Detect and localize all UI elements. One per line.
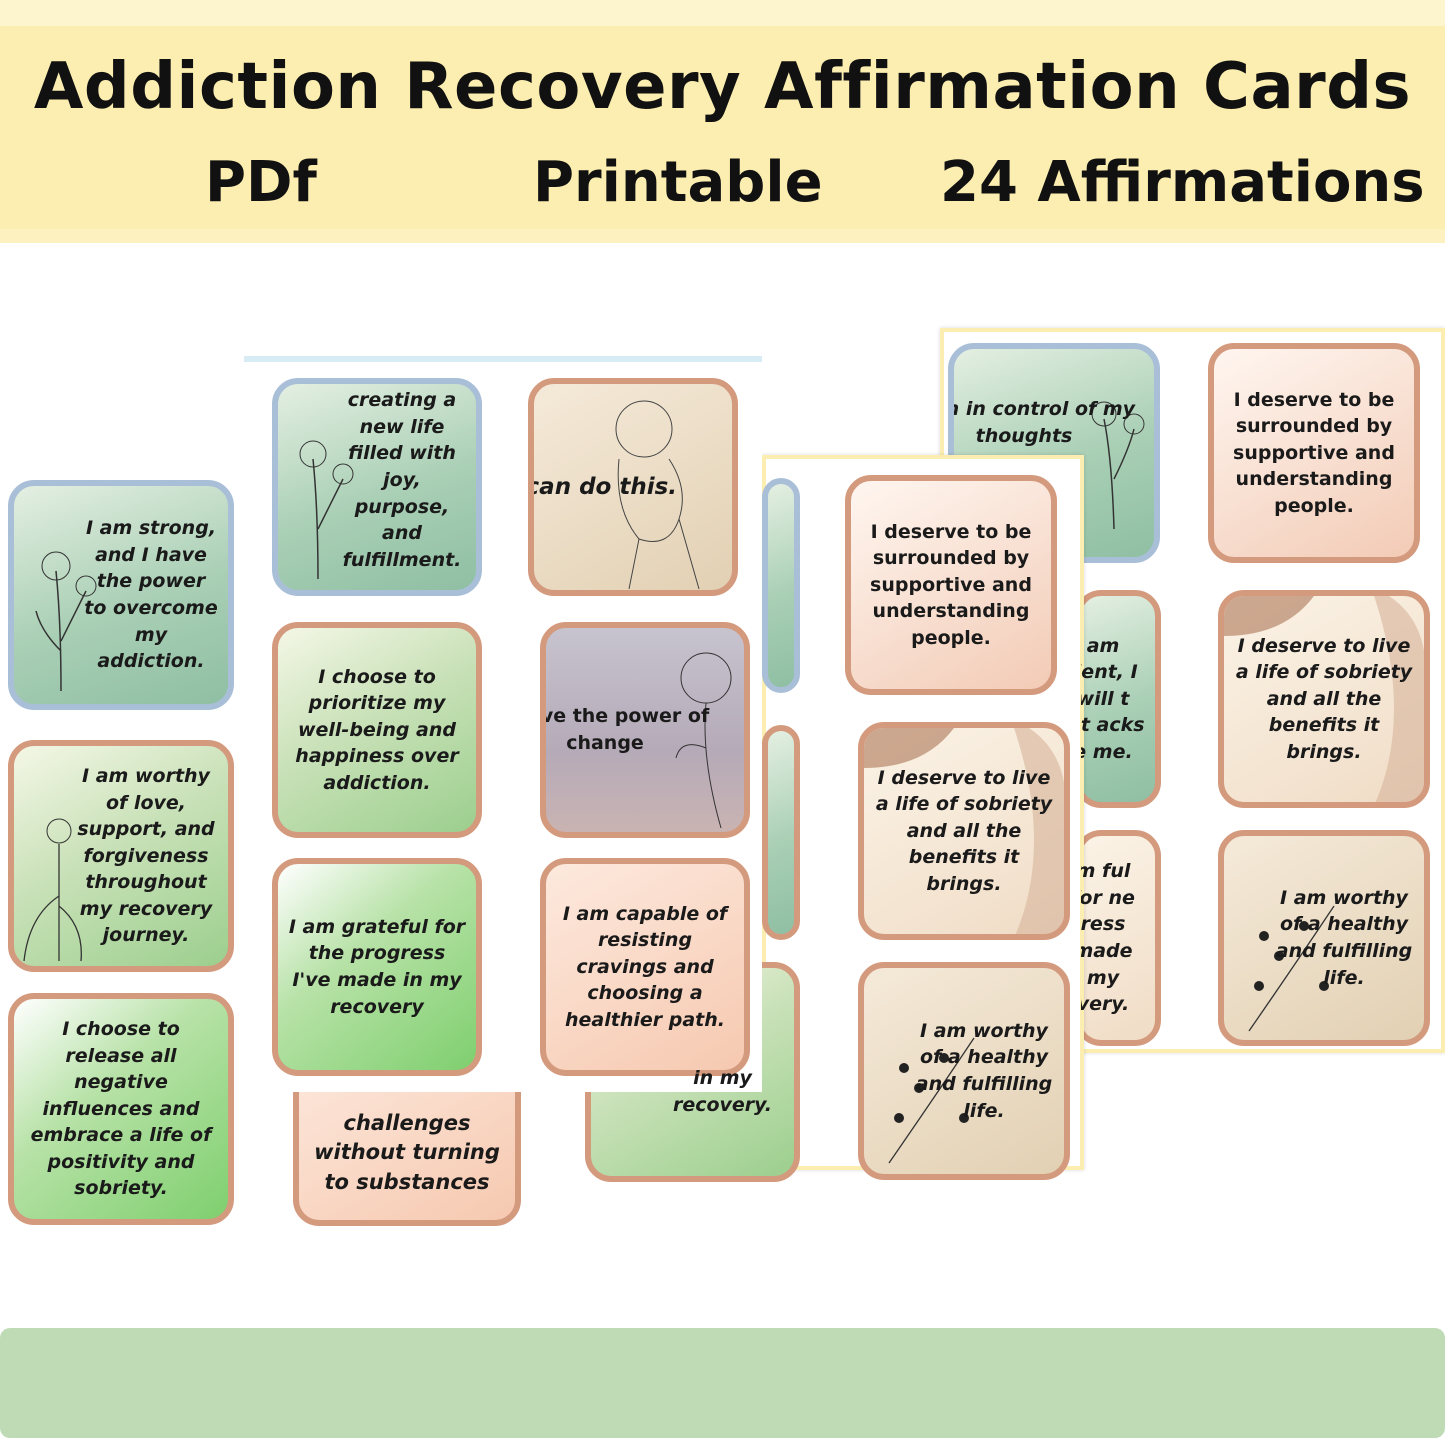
card-text: I am capable of resisting cravings and c… [562, 902, 728, 1031]
card-main-2: I can do this. [528, 378, 738, 596]
branch-icon [888, 1037, 975, 1164]
card-middle-back-2 [762, 725, 800, 940]
card-text: challenges without turning to substances [314, 1110, 500, 1194]
card-text: I am in control of my thoughts [954, 398, 1136, 447]
card-text: I deserve to live a life of sobriety and… [875, 766, 1053, 895]
card-text: I am worthy of a healthy and fulfilling … [1275, 886, 1413, 989]
card-text: I choose to prioritize my well-being and… [295, 665, 459, 794]
branch-icon [1248, 905, 1335, 1032]
flower-icon [35, 551, 97, 691]
card-main-1: I am creating a new life filled with joy… [272, 378, 482, 596]
card-text: in my recovery. [672, 1067, 773, 1116]
face-line-art-icon [615, 400, 700, 589]
card-right-back-4: I deserve to live a life of sobriety and… [1218, 590, 1430, 808]
bottom-strip [0, 1328, 1445, 1438]
card-text: I am creating a new life filled with joy… [342, 384, 462, 571]
card-middle-back-1 [762, 478, 800, 693]
card-left-2: I am worthy of love, support, and forgiv… [8, 740, 234, 972]
card-text: I can do this. [528, 473, 678, 500]
abstract-shape-icon [864, 728, 1064, 934]
card-text: I am strong, and I have the power to ove… [84, 517, 218, 673]
card-text: I have the power of change [540, 705, 710, 754]
card-left-1: I am strong, and I have the power to ove… [8, 480, 234, 710]
card-main-4: I have the power of change [540, 622, 750, 838]
card-text: I deserve to be surrounded by supportive… [1233, 388, 1395, 517]
card-right-back-3: am lient, I will t let acks e me. [1075, 590, 1161, 808]
page-title: Addiction Recovery Affirmation Cards [33, 50, 1412, 124]
card-right-back-2: I deserve to be surrounded by supportive… [1208, 343, 1420, 563]
card-text: I am worthy of love, support, and forgiv… [77, 764, 215, 947]
card-text: I deserve to be surrounded by supportive… [870, 520, 1032, 649]
card-middle-1: I deserve to be surrounded by supportive… [845, 475, 1057, 695]
rose-line-art-icon [675, 652, 732, 829]
count-label: 24 Affirmations [940, 150, 1425, 215]
card-right-back-5: m ful for ne ress made my very. [1075, 830, 1161, 1046]
card-text: am lient, I will t let acks e me. [1075, 634, 1145, 763]
banner-bottom-edge [0, 229, 1445, 243]
card-text: I am worthy of a healthy and fulfilling … [915, 1019, 1053, 1122]
type-label: Printable [533, 150, 823, 215]
card-text: I am grateful for the progress I've made… [288, 915, 466, 1018]
card-right-back-6: I am worthy of a healthy and fulfilling … [1218, 830, 1430, 1046]
format-label: PDf [205, 150, 317, 215]
flower-icon [1091, 401, 1145, 529]
card-main-5: I am grateful for the progress I've made… [272, 858, 482, 1076]
card-left-3: I choose to release all negative influen… [8, 993, 234, 1225]
card-text: m ful for ne ress made my very. [1075, 860, 1135, 1016]
card-middle-2: I deserve to live a life of sobriety and… [858, 722, 1070, 940]
header-banner [0, 0, 1445, 243]
card-middle-3: I am worthy of a healthy and fulfilling … [858, 962, 1070, 1180]
banner-top-edge [0, 0, 1445, 26]
card-main-3: I choose to prioritize my well-being and… [272, 622, 482, 838]
card-text: I deserve to live a life of sobriety and… [1235, 634, 1413, 763]
abstract-shape-icon [1224, 596, 1424, 802]
card-main-6: I am capable of resisting cravings and c… [540, 858, 750, 1076]
dandelion-icon [23, 818, 82, 962]
card-text: I choose to release all negative influen… [30, 1017, 212, 1200]
flower-icon [299, 440, 354, 579]
